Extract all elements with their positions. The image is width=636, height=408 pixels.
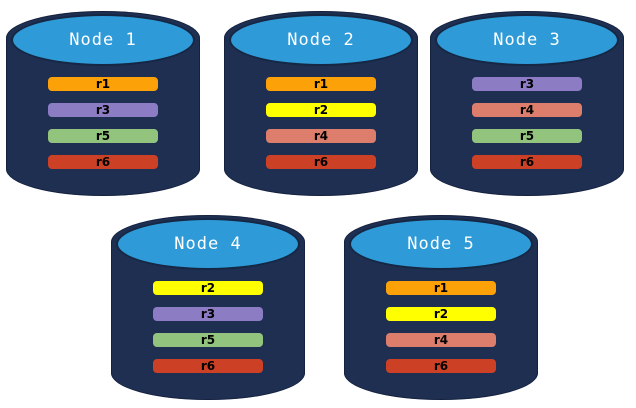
replica-label: r3 <box>95 103 111 117</box>
node-cylinder-2: Node 2 r1 r2 r4 r6 <box>224 11 418 196</box>
replica-bar-r2: r2 <box>151 279 265 297</box>
replica-bars: r2 r3 r5 r6 <box>111 279 305 375</box>
node-cylinder-3: Node 3 r3 r4 r5 r6 <box>430 11 624 196</box>
replica-label: r2 <box>433 307 449 321</box>
node-label: Node 5 <box>407 234 475 254</box>
replica-label: r2 <box>200 281 216 295</box>
replica-bar-r6: r6 <box>384 357 498 375</box>
cylinder-top-ellipse: Node 1 <box>11 14 195 66</box>
cylinder-top-ellipse: Node 3 <box>435 14 619 66</box>
replica-bar-r6: r6 <box>151 357 265 375</box>
replica-bar-r3: r3 <box>46 101 160 119</box>
replica-label: r4 <box>519 103 535 117</box>
replica-label: r6 <box>95 155 111 169</box>
replica-label: r3 <box>519 77 535 91</box>
replica-bar-r6: r6 <box>264 153 378 171</box>
replica-bar-r4: r4 <box>470 101 584 119</box>
replica-bar-r6: r6 <box>46 153 160 171</box>
replica-label: r1 <box>433 281 449 295</box>
replica-label: r4 <box>433 333 449 347</box>
replica-label: r6 <box>519 155 535 169</box>
replica-label: r5 <box>519 129 535 143</box>
replica-bars: r1 r3 r5 r6 <box>6 75 200 171</box>
replica-label: r5 <box>200 333 216 347</box>
replica-label: r1 <box>313 77 329 91</box>
replica-bar-r5: r5 <box>151 331 265 349</box>
replica-label: r6 <box>200 359 216 373</box>
replica-bar-r3: r3 <box>470 75 584 93</box>
replica-bars: r1 r2 r4 r6 <box>344 279 538 375</box>
replica-bar-r2: r2 <box>384 305 498 323</box>
replica-bar-r5: r5 <box>470 127 584 145</box>
node-label: Node 2 <box>287 30 355 50</box>
replica-label: r6 <box>433 359 449 373</box>
node-label: Node 1 <box>69 30 137 50</box>
replica-label: r4 <box>313 129 329 143</box>
node-label: Node 3 <box>493 30 561 50</box>
replica-bar-r1: r1 <box>384 279 498 297</box>
replica-bar-r5: r5 <box>46 127 160 145</box>
replica-bar-r2: r2 <box>264 101 378 119</box>
replica-label: r6 <box>313 155 329 169</box>
replica-bar-r1: r1 <box>264 75 378 93</box>
replica-bars: r1 r2 r4 r6 <box>224 75 418 171</box>
replica-label: r1 <box>95 77 111 91</box>
replica-bars: r3 r4 r5 r6 <box>430 75 624 171</box>
replica-label: r5 <box>95 129 111 143</box>
replica-bar-r3: r3 <box>151 305 265 323</box>
cylinder-top-ellipse: Node 5 <box>349 218 533 270</box>
replica-bar-r4: r4 <box>384 331 498 349</box>
node-cylinder-4: Node 4 r2 r3 r5 r6 <box>111 215 305 400</box>
node-cylinder-1: Node 1 r1 r3 r5 r6 <box>6 11 200 196</box>
replica-bar-r4: r4 <box>264 127 378 145</box>
replica-bar-r1: r1 <box>46 75 160 93</box>
replica-label: r2 <box>313 103 329 117</box>
cylinder-top-ellipse: Node 4 <box>116 218 300 270</box>
cylinder-top-ellipse: Node 2 <box>229 14 413 66</box>
node-label: Node 4 <box>174 234 242 254</box>
replica-label: r3 <box>200 307 216 321</box>
node-cylinder-5: Node 5 r1 r2 r4 r6 <box>344 215 538 400</box>
replica-bar-r6: r6 <box>470 153 584 171</box>
